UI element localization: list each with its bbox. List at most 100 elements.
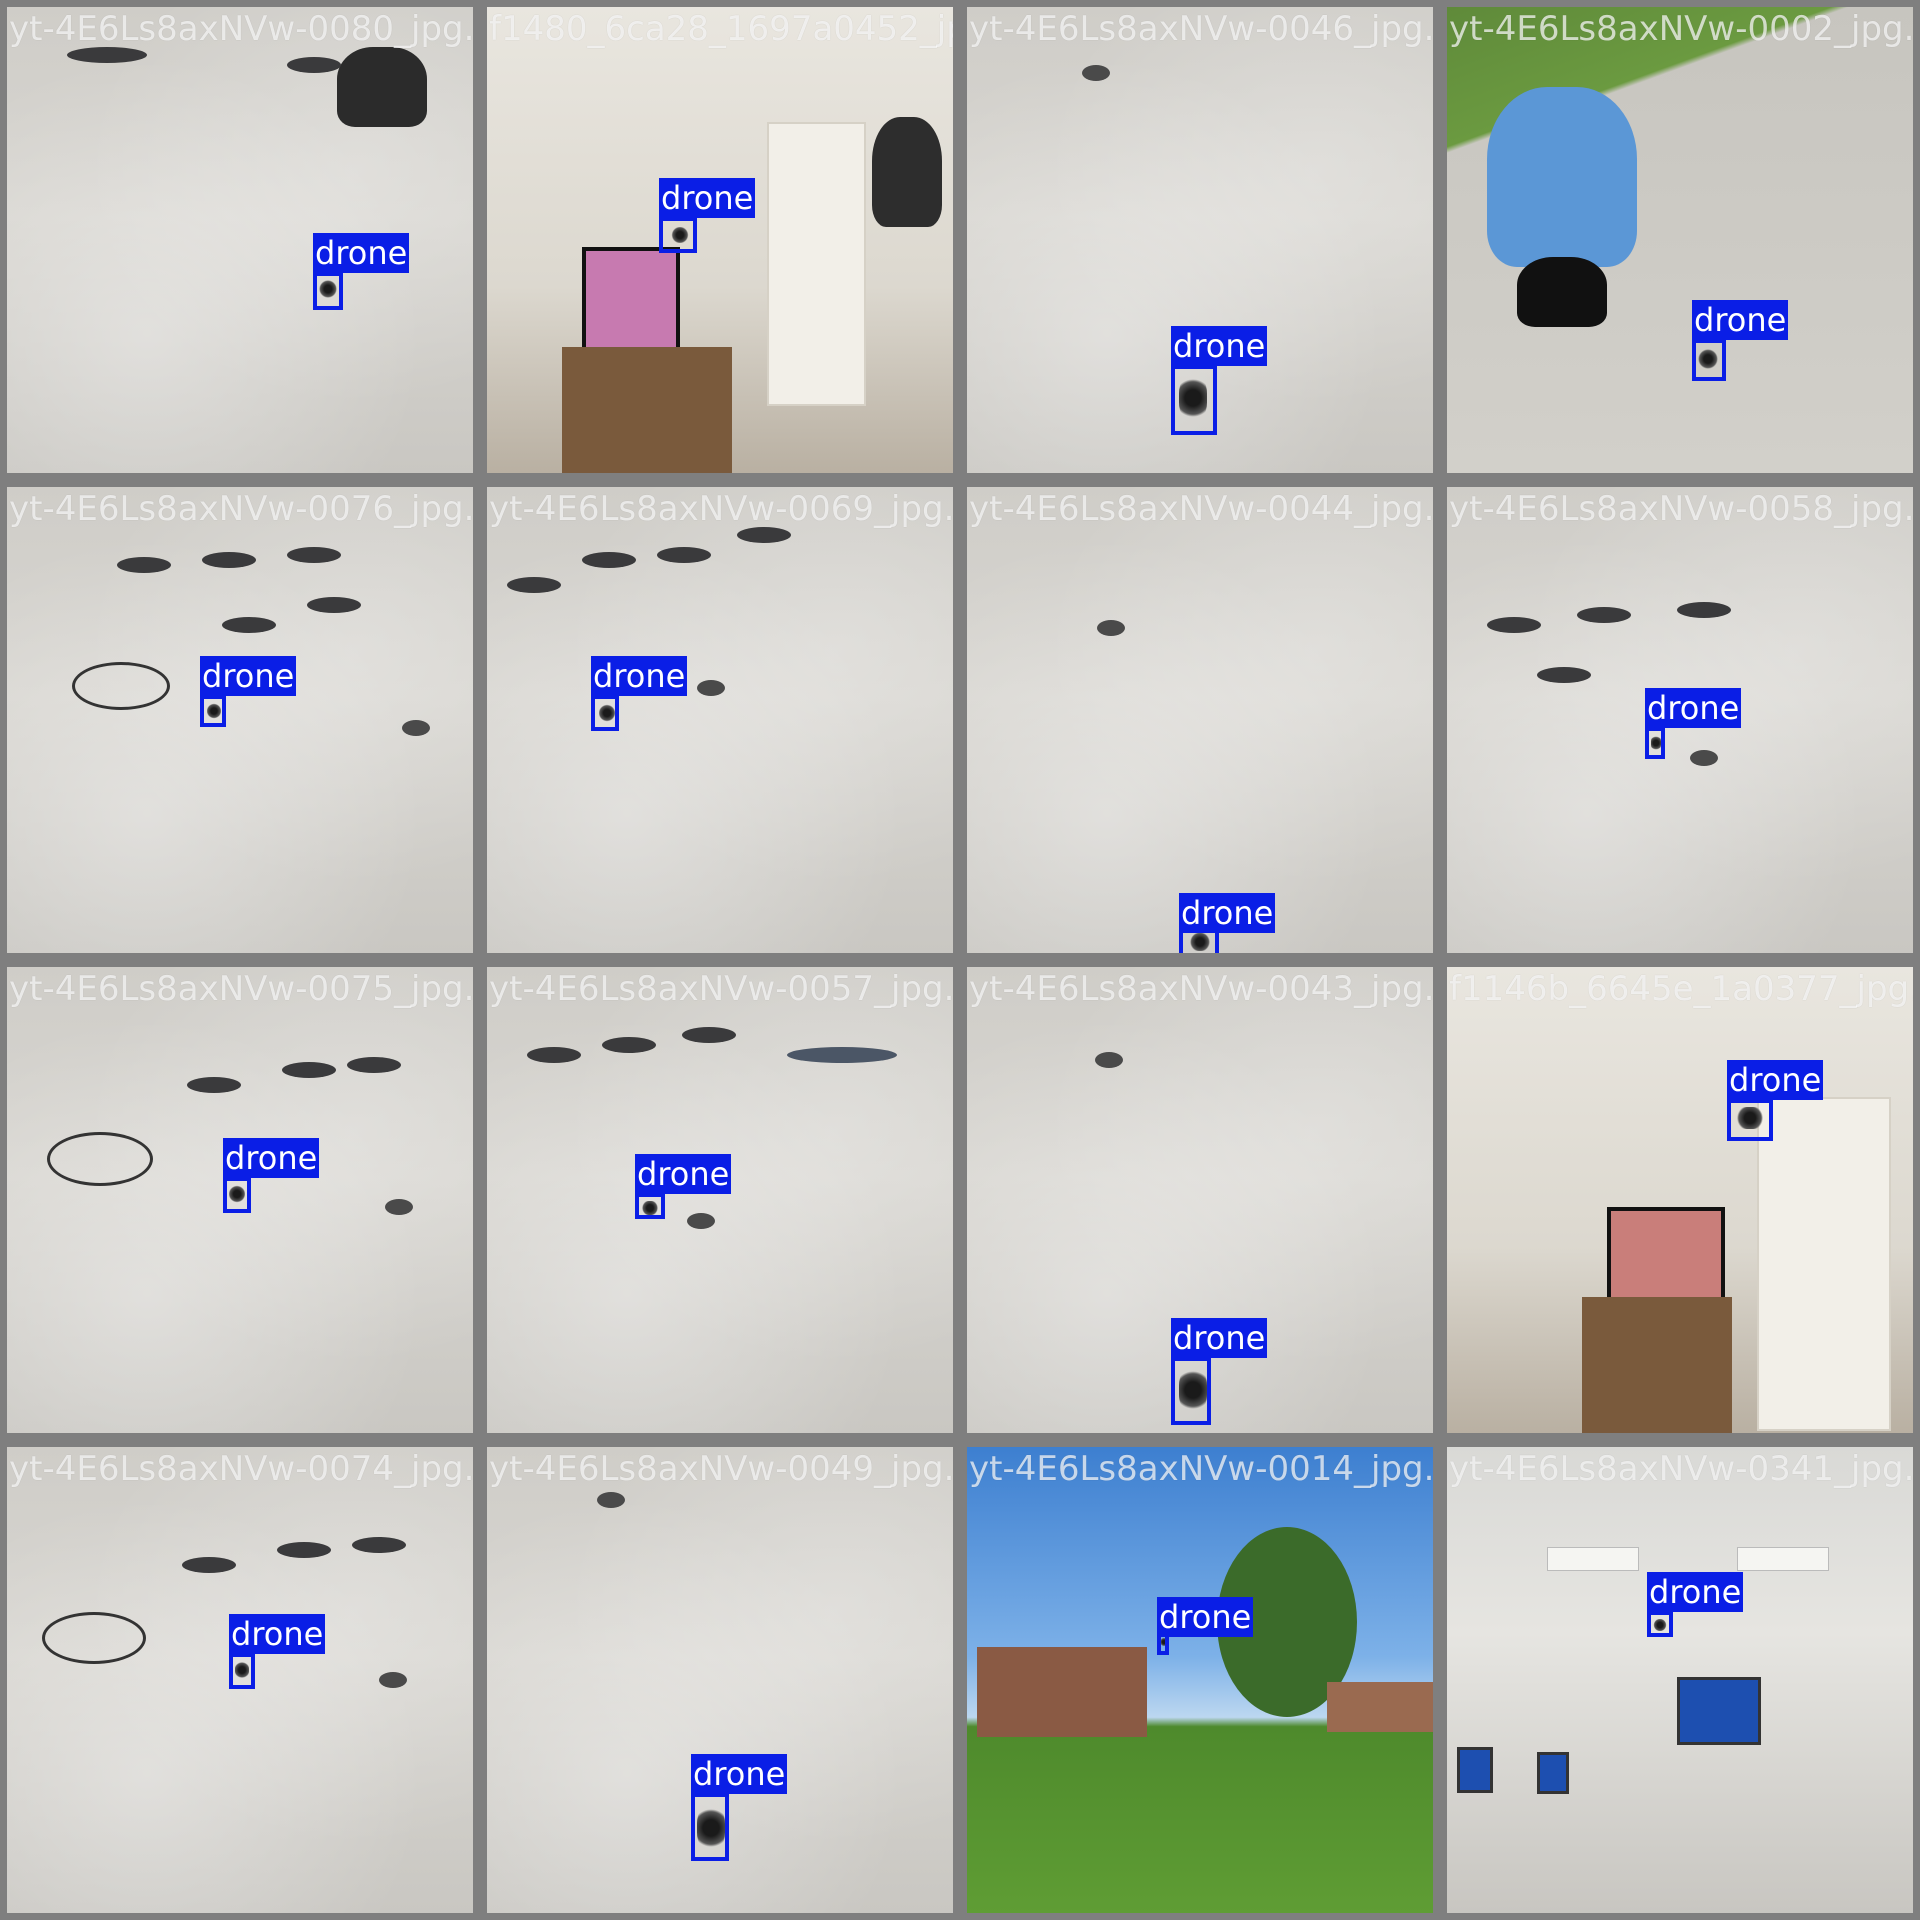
floor-marker	[402, 720, 430, 736]
drone-object	[1179, 375, 1207, 421]
stool	[222, 617, 276, 633]
image-tile: drone yt-4E6Ls8axNVw-0080_jpg.	[0, 0, 480, 480]
floor-marker	[687, 1213, 715, 1229]
bookshelf	[562, 347, 732, 473]
building	[1327, 1682, 1433, 1732]
image-tile: drone yt-4E6Ls8axNVw-0043_jpg.	[960, 960, 1440, 1440]
monitor	[1537, 1752, 1569, 1794]
television	[582, 247, 680, 355]
detection-label: drone	[223, 1138, 320, 1178]
stool	[352, 1537, 406, 1553]
floor-ring	[42, 1612, 146, 1664]
detection-box	[1727, 1099, 1773, 1141]
stool	[1577, 607, 1631, 623]
detection-box	[313, 272, 343, 310]
detection-label: drone	[659, 178, 756, 218]
floor-marker	[379, 1672, 407, 1688]
floor-marker	[1082, 65, 1110, 81]
stool	[682, 1027, 736, 1043]
standing-person	[872, 117, 942, 227]
image-tile: drone yt-4E6Ls8axNVw-0341_jpg.	[1440, 1440, 1920, 1920]
door	[1757, 1097, 1891, 1431]
detection-box	[229, 1653, 255, 1689]
stool	[347, 1057, 401, 1073]
stool	[1677, 602, 1731, 618]
scene-background	[487, 7, 953, 473]
ceiling-light	[1547, 1547, 1639, 1571]
detection-box	[591, 695, 619, 731]
drone-object	[1698, 349, 1718, 369]
stool	[507, 577, 561, 593]
scene-background	[1447, 967, 1913, 1433]
scene-background	[1447, 1447, 1913, 1913]
detection-box	[200, 695, 226, 727]
image-tile: drone f1480_6ca28_1697a0452_jpg.	[480, 0, 960, 480]
stool	[117, 557, 171, 573]
stool	[307, 597, 361, 613]
detection-box	[659, 217, 697, 253]
detection-label: drone	[1727, 1060, 1824, 1100]
image-tile: drone yt-4E6Ls8axNVw-0076_jpg.	[0, 480, 480, 960]
crouching-person	[1487, 87, 1637, 267]
detection-label: drone	[313, 233, 410, 273]
drone-object	[671, 227, 689, 243]
detection-label: drone	[200, 656, 297, 696]
floor-ring	[47, 1132, 153, 1186]
drone-object	[229, 1185, 245, 1203]
monitor	[1457, 1747, 1493, 1793]
floor-marker	[1097, 620, 1125, 636]
image-tile: drone yt-4E6Ls8axNVw-0044_jpg.	[960, 480, 1440, 960]
floor-marker	[697, 680, 725, 696]
detection-box	[691, 1793, 729, 1861]
detection-label: drone	[1171, 1318, 1268, 1358]
detection-label: drone	[1179, 893, 1276, 933]
floor-marker	[385, 1199, 413, 1215]
detection-box	[635, 1193, 665, 1219]
stool	[287, 547, 341, 563]
detection-box	[1692, 339, 1726, 381]
detection-label: drone	[1171, 326, 1268, 366]
image-tile: drone f1146b_6645e_1a0377_jpg.	[1440, 960, 1920, 1440]
stool	[282, 1062, 336, 1078]
drone-object	[1735, 1107, 1765, 1129]
image-tile: drone yt-4E6Ls8axNVw-0049_jpg.	[480, 1440, 960, 1920]
stool	[277, 1542, 331, 1558]
image-tile: drone yt-4E6Ls8axNVw-0046_jpg.	[960, 0, 1440, 480]
stool	[657, 547, 711, 563]
stool	[527, 1047, 581, 1063]
detection-label: drone	[591, 656, 688, 696]
stool	[202, 552, 256, 568]
person-shorts	[1517, 257, 1607, 327]
drone-object	[1651, 735, 1661, 751]
drone-object	[599, 704, 615, 722]
bench	[787, 1047, 897, 1063]
detection-label: drone	[1647, 1572, 1744, 1612]
stool	[1537, 667, 1591, 683]
ceiling-light	[1737, 1547, 1829, 1571]
stool	[67, 47, 147, 63]
floor-marker	[597, 1492, 625, 1508]
detection-label: drone	[1692, 300, 1789, 340]
drone-object	[1189, 933, 1211, 951]
image-tile: drone yt-4E6Ls8axNVw-0057_jpg.	[480, 960, 960, 1440]
scene-background	[7, 1447, 473, 1913]
floor-marker	[1690, 750, 1718, 766]
stool	[737, 527, 791, 543]
detection-box	[1171, 1357, 1211, 1425]
building	[977, 1647, 1147, 1737]
image-tile: drone yt-4E6Ls8axNVw-0058_jpg.	[1440, 480, 1920, 960]
drone-object	[319, 280, 337, 298]
image-tile: drone yt-4E6Ls8axNVw-0014_jpg.	[960, 1440, 1440, 1920]
bookshelf	[1582, 1297, 1732, 1433]
detection-label: drone	[691, 1754, 788, 1794]
door	[767, 122, 866, 406]
detection-label: drone	[229, 1614, 326, 1654]
floor-ring	[72, 662, 170, 710]
scene-background	[967, 487, 1433, 953]
scene-background	[487, 487, 953, 953]
stool	[187, 1077, 241, 1093]
stool	[602, 1037, 656, 1053]
projector-screen	[1677, 1677, 1761, 1745]
stool	[582, 552, 636, 568]
